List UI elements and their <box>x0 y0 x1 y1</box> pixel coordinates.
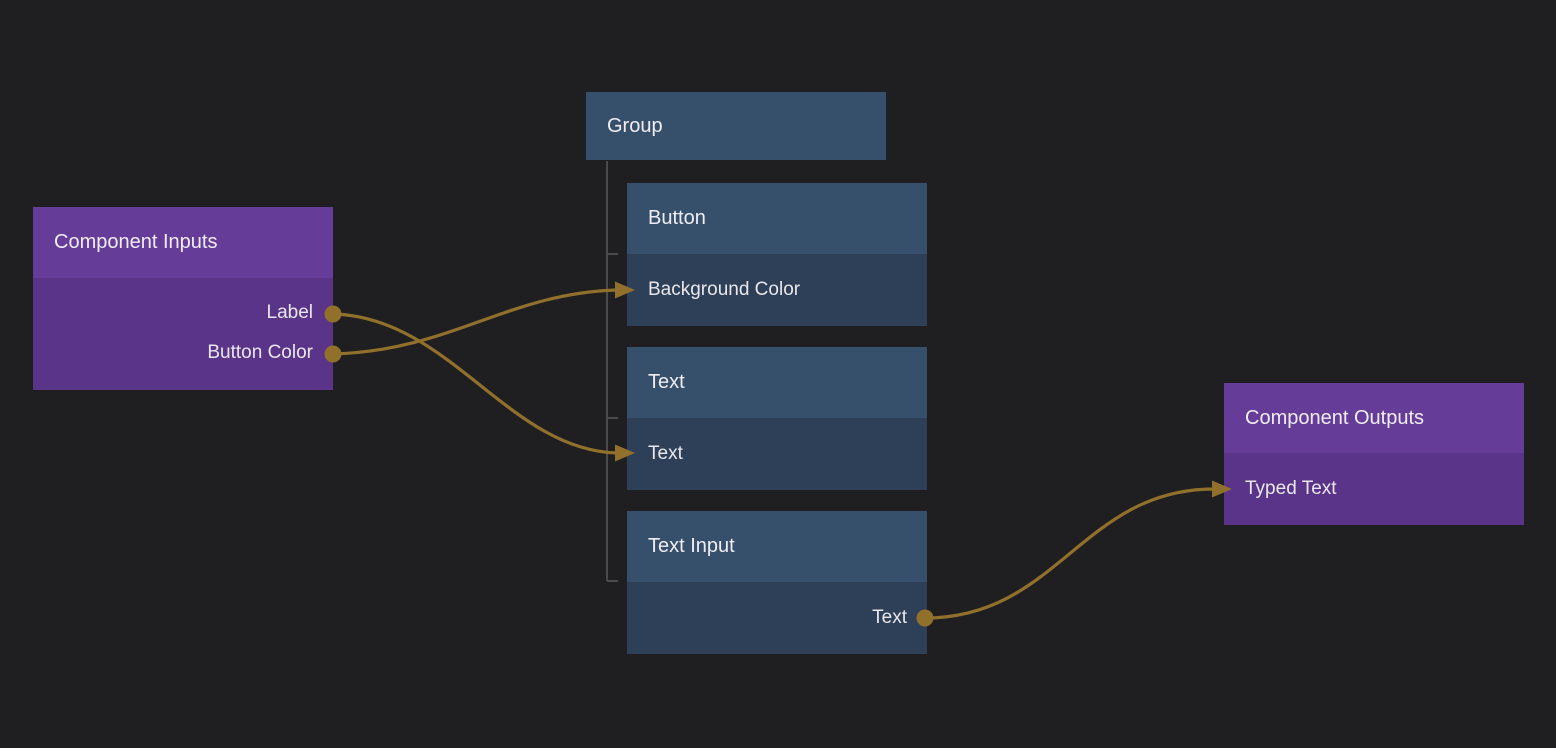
input-row-text[interactable]: Text <box>648 443 683 464</box>
node-component-inputs[interactable]: Component Inputs Label Button Color <box>33 207 333 390</box>
input-row-background-color[interactable]: Background Color <box>648 279 801 300</box>
node-title-text-input: Text Input <box>627 511 927 582</box>
node-title-button: Button <box>627 183 927 254</box>
node-body-component-outputs: Typed Text <box>1224 453 1524 525</box>
node-button[interactable]: Button Background Color <box>627 183 927 326</box>
wire-label-to-text[interactable] <box>331 312 619 455</box>
node-body-text: Text <box>627 418 927 490</box>
output-row-label[interactable]: Label <box>266 302 314 323</box>
node-title-group: Group <box>586 92 886 160</box>
wire-button-color-to-background-color[interactable] <box>331 288 619 356</box>
input-row-typed-text[interactable]: Typed Text <box>1245 478 1337 499</box>
node-body-text-input: Text <box>627 582 927 654</box>
group-tree-connector <box>606 161 618 582</box>
node-title-component-inputs: Component Inputs <box>33 207 333 278</box>
node-body-button: Background Color <box>627 254 927 326</box>
wire-text-to-typed-text[interactable] <box>923 487 1216 620</box>
output-row-button-color[interactable]: Button Color <box>207 342 313 363</box>
node-title-component-outputs: Component Outputs <box>1224 383 1524 453</box>
node-group[interactable]: Group <box>586 92 886 160</box>
node-body-component-inputs: Label Button Color <box>33 278 333 390</box>
node-text-input[interactable]: Text Input Text <box>627 511 927 654</box>
node-component-outputs[interactable]: Component Outputs Typed Text <box>1224 383 1524 525</box>
output-row-text[interactable]: Text <box>872 607 907 628</box>
node-text[interactable]: Text Text <box>627 347 927 490</box>
node-title-text: Text <box>627 347 927 418</box>
